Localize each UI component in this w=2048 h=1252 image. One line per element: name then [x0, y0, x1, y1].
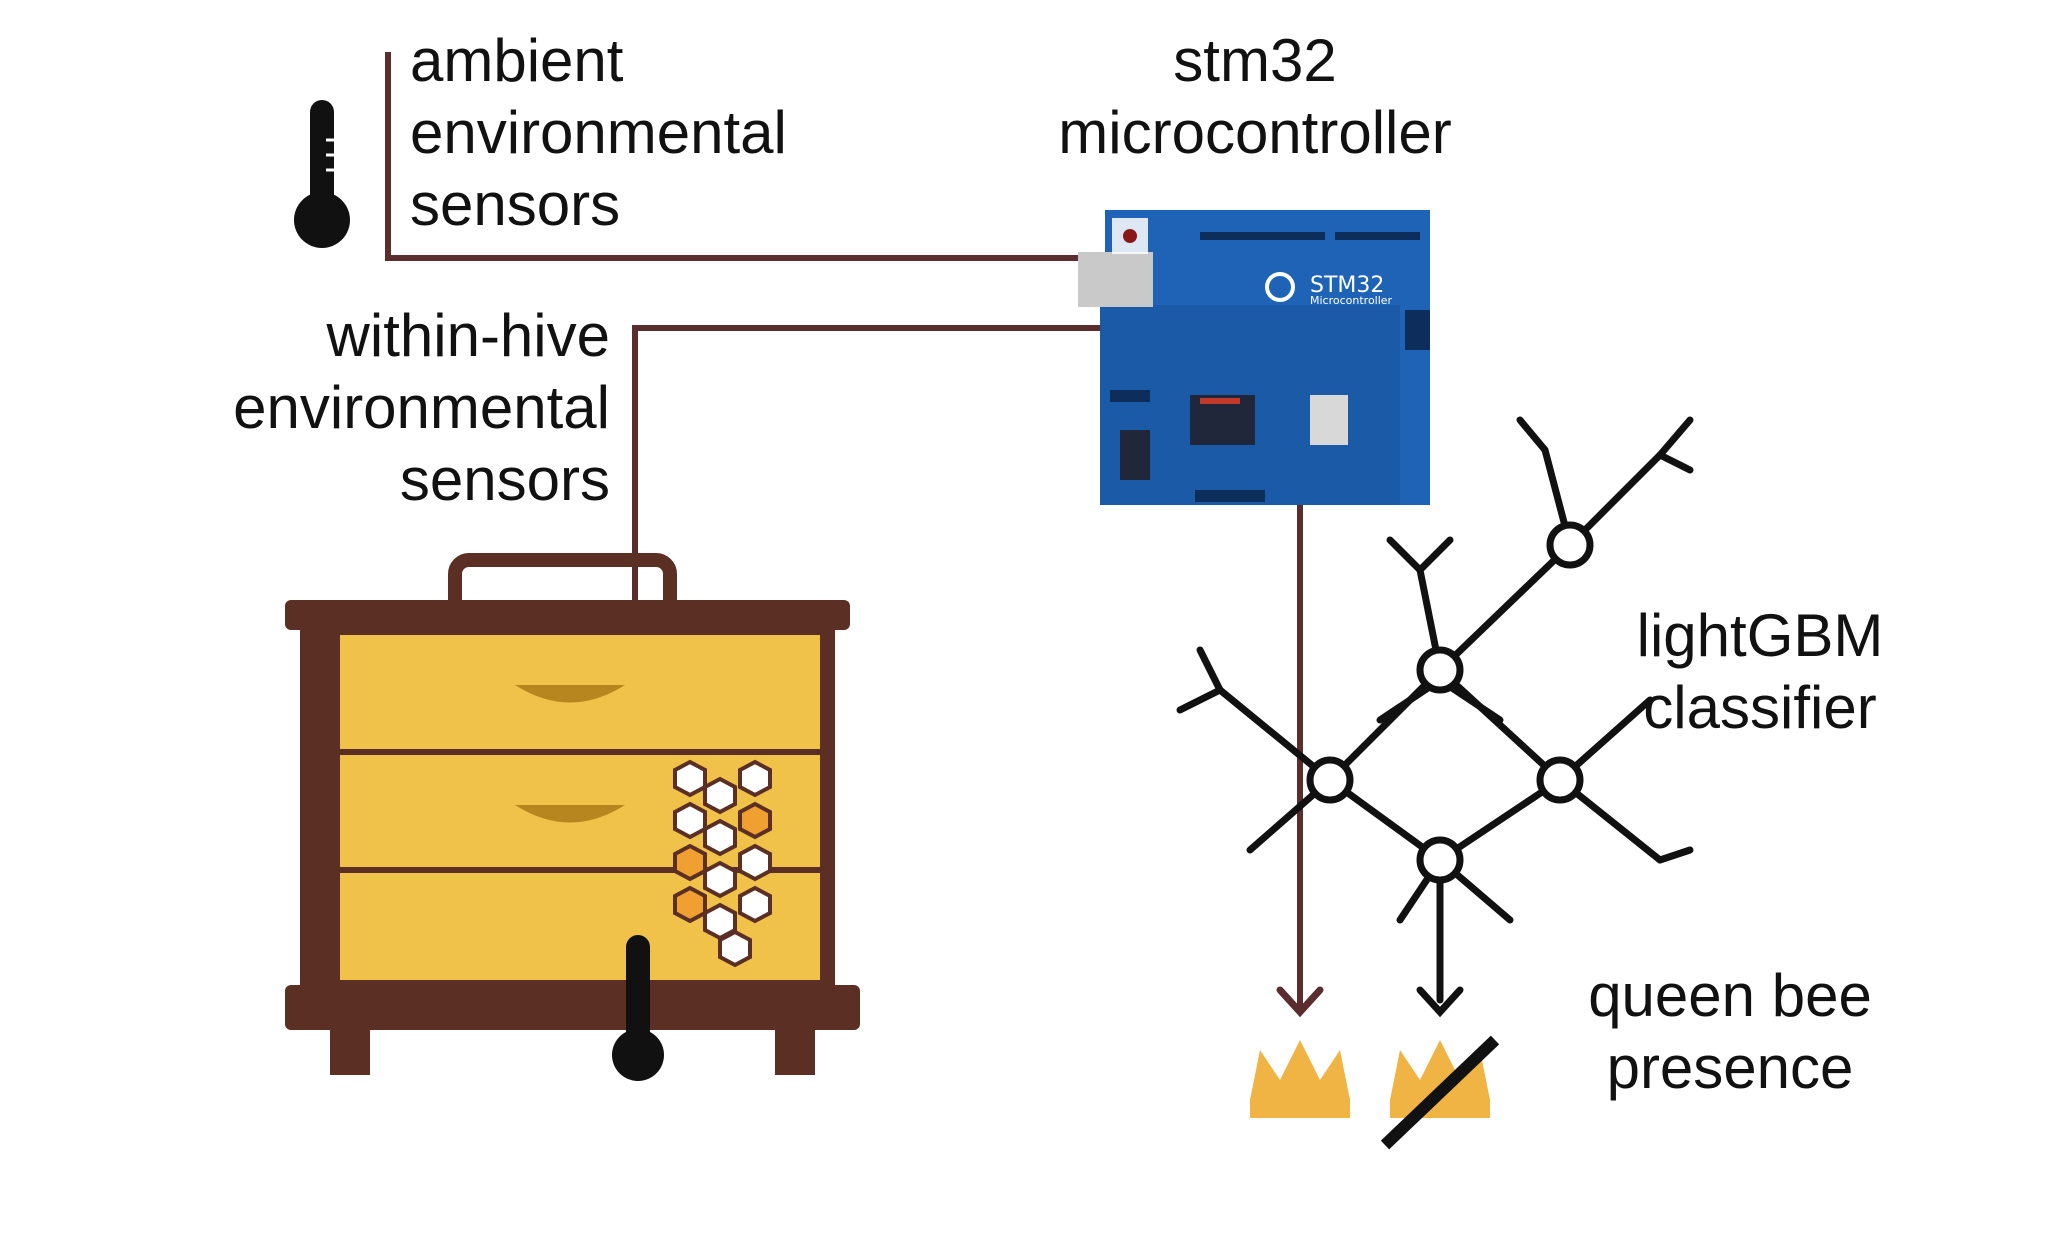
honeycomb-icon: [673, 759, 772, 968]
classifier-nodes: [1306, 521, 1594, 884]
within-hive-thermometer-icon: [612, 935, 664, 1081]
ambient-thermometer-icon: [294, 100, 350, 248]
crown-present-icon: [1250, 1040, 1350, 1118]
arrowhead-present: [1276, 986, 1324, 1018]
mcu-label: stm32 microcontroller: [1058, 27, 1452, 166]
ambient-wire: [385, 52, 1080, 261]
strike-through-mark: [1380, 1035, 1500, 1150]
crown-absent-icon: [1380, 1035, 1500, 1150]
output-arrows: [1276, 986, 1464, 1018]
board-brand: STM32: [1310, 273, 1384, 298]
beehive-icon: [285, 553, 860, 1075]
classifier-label: lightGBM classifier: [1636, 602, 1884, 741]
arrowhead-absent: [1416, 986, 1464, 1018]
stm32-board: STM32 Microcontroller: [1078, 210, 1430, 505]
within-hive-sensors-label: within-hive environmental sensors: [233, 302, 610, 513]
queen-presence-label: queen bee presence: [1588, 962, 1872, 1101]
ambient-sensors-label: ambient environmental sensors: [410, 27, 787, 238]
board-subtitle: Microcontroller: [1310, 294, 1393, 307]
